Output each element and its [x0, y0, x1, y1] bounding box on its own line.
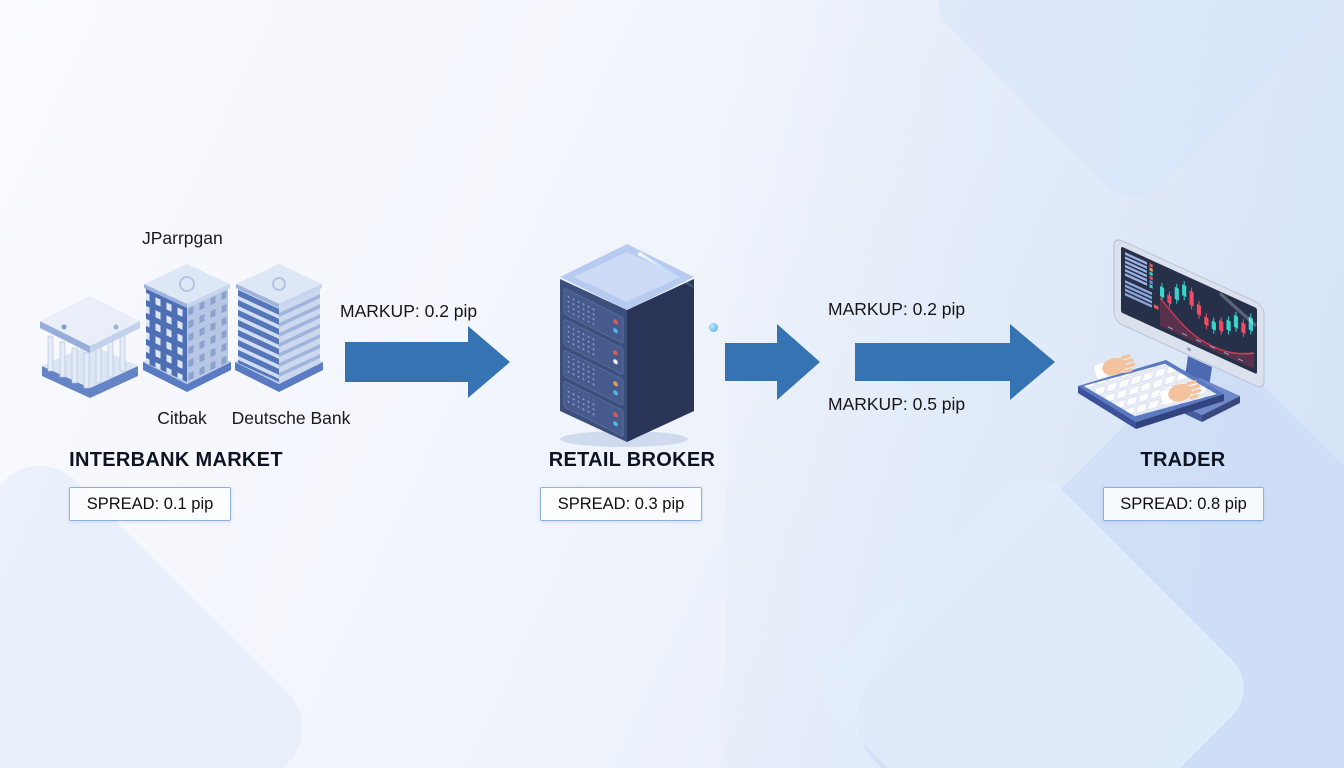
monitor-screen	[1113, 239, 1265, 388]
classical-bank-icon	[40, 296, 140, 398]
markup-label-3: MARKUP: 0.5 pip	[828, 394, 966, 414]
flow-arrow-icon	[345, 326, 510, 398]
skyscraper-icon	[143, 264, 231, 392]
bank-buildings-icon	[40, 264, 323, 398]
trend-area	[1160, 298, 1254, 369]
interbank-market-title: INTERBANK MARKET	[69, 449, 283, 471]
trend-line	[1159, 297, 1255, 355]
bank-name-citibank: Citbak	[157, 408, 207, 428]
bank-name-jpmorgan: JParrpgan	[142, 228, 223, 248]
broker-spread-label: SPREAD: 0.3 pip	[557, 494, 685, 513]
right-hand-icon	[1159, 380, 1202, 406]
markup-label-2: MARKUP: 0.2 pip	[828, 299, 966, 319]
keyboard	[1078, 360, 1224, 429]
background-diamond	[921, 0, 1344, 213]
screen-sidebar	[1125, 252, 1159, 310]
interbank-spread-box: SPREAD: 0.1 pip	[69, 487, 231, 521]
flow-dot-icon	[709, 323, 718, 332]
trading-workstation-icon	[1078, 239, 1265, 429]
trader-spread-box: SPREAD: 0.8 pip	[1103, 487, 1264, 521]
left-hand-icon	[1093, 354, 1136, 380]
trader-spread-label: SPREAD: 0.8 pip	[1120, 494, 1247, 513]
skyscraper-icon	[235, 264, 323, 392]
flow-arrow-icon	[725, 324, 820, 400]
server-panel	[563, 319, 624, 375]
server-panel	[563, 288, 624, 344]
candlestick-chart	[1160, 280, 1253, 338]
server-rack-icon	[560, 244, 702, 447]
server-panel	[563, 350, 624, 406]
trader-title: TRADER	[1140, 449, 1226, 471]
broker-spread-box: SPREAD: 0.3 pip	[540, 487, 702, 521]
interbank-spread-label: SPREAD: 0.1 pip	[86, 494, 214, 513]
retail-broker-title: RETAIL BROKER	[548, 449, 716, 471]
bank-name-deutsche-bank: Deutsche Bank	[231, 408, 351, 428]
axis-ticks	[1168, 326, 1243, 362]
markup-label-1: MARKUP: 0.2 pip	[340, 301, 478, 321]
server-panel	[563, 381, 624, 437]
flow-arrow-icon	[855, 324, 1055, 400]
